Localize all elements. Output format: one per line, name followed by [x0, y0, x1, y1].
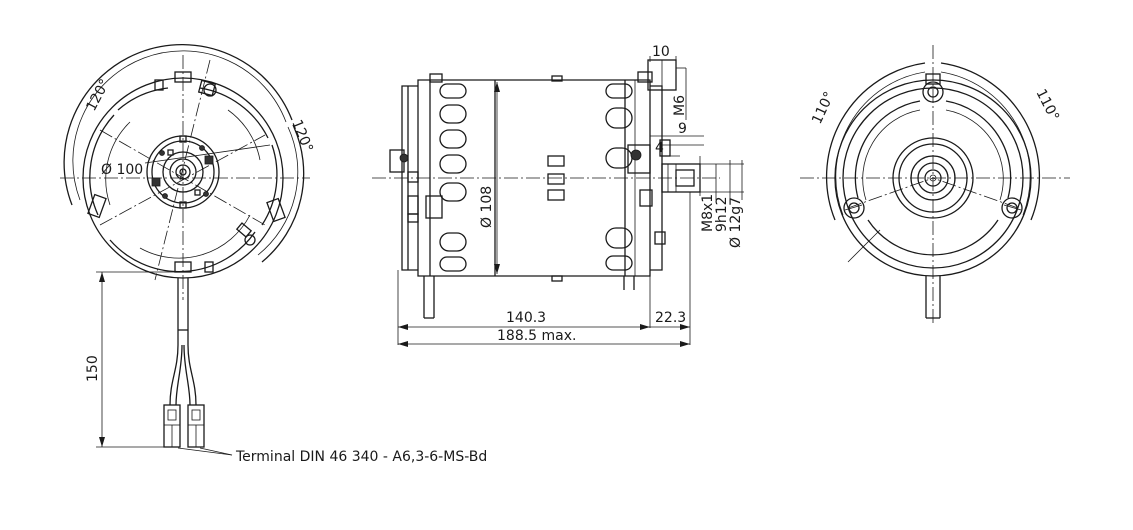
dim-m8-label: M8x1	[700, 194, 716, 232]
length-total-label: 188.5 max.	[497, 328, 576, 344]
side-view	[372, 56, 744, 347]
side-view-labels: Ø 108 140.3 22.3 188.5 max. 10 M6 9 4 M8…	[479, 44, 744, 344]
dim-10-label: 10	[652, 44, 670, 60]
dim-9h12-label: 9h12	[714, 196, 730, 232]
body-diameter-label: Ø 108	[479, 186, 495, 228]
dim-m6-label: M6	[672, 95, 688, 116]
lead-length-label: 150	[85, 355, 101, 382]
front-view	[60, 43, 310, 456]
rear-angle-left-label: 110°	[809, 89, 838, 126]
front-angle-right-label: 120°	[288, 118, 315, 155]
terminal-label: Terminal DIN 46 340 - A6,3-6-MS-Bd	[235, 449, 487, 465]
dim-4-label: 4	[655, 140, 664, 156]
length-shaft-label: 22.3	[655, 310, 686, 326]
rear-angle-right-label: 110°	[1032, 87, 1062, 124]
length-body-label: 140.3	[506, 310, 546, 326]
front-view-labels: 120° 120° Ø 100 150 Terminal DIN 46 340 …	[83, 77, 487, 465]
dim-12g7-label: Ø 12g7	[728, 197, 744, 248]
rear-view	[800, 45, 1070, 325]
front-diameter-label: Ø 100	[101, 162, 143, 178]
dim-9-label: 9	[678, 121, 687, 137]
front-angle-left-label: 120°	[83, 77, 113, 114]
